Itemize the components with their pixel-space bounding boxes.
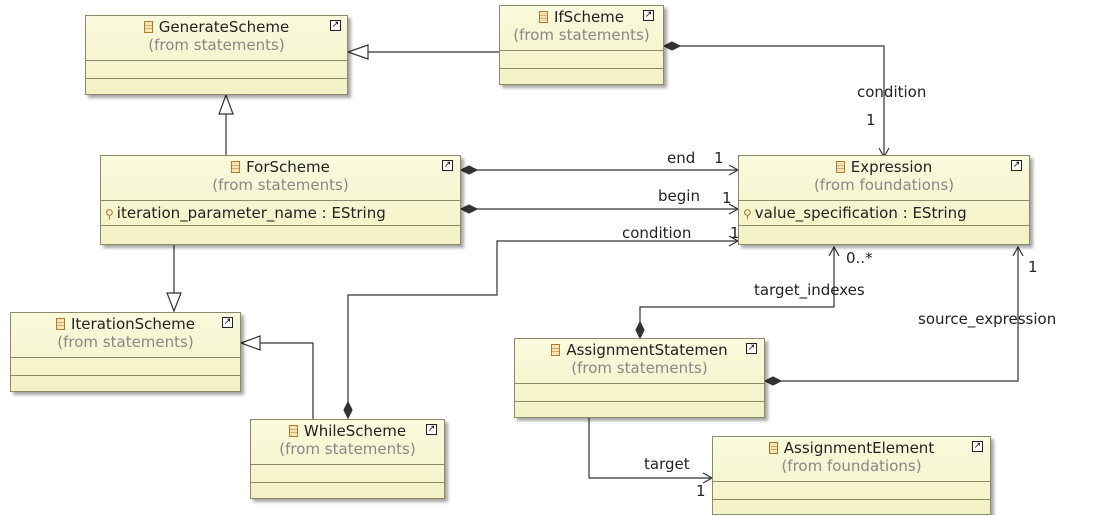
class-generatescheme[interactable]: GenerateScheme (from statements) ↗ bbox=[85, 15, 348, 95]
multiplicity-target: 1 bbox=[696, 482, 706, 500]
class-icon bbox=[56, 318, 65, 330]
shortcut-link-icon[interactable]: ↗ bbox=[643, 10, 654, 21]
multiplicity-target-indexes: 0..* bbox=[846, 249, 873, 267]
class-header: GenerateScheme (from statements) ↗ bbox=[86, 16, 347, 60]
class-ifscheme[interactable]: IfScheme (from statements) ↗ bbox=[499, 5, 664, 85]
class-icon bbox=[768, 442, 778, 454]
class-header: IfScheme (from statements) ↗ bbox=[500, 6, 663, 50]
class-icon bbox=[288, 425, 298, 437]
attribute-row[interactable]: ⚲iteration_parameter_name : EString bbox=[101, 201, 460, 225]
class-icon bbox=[538, 11, 548, 23]
operation-compartment bbox=[251, 482, 444, 483]
operation-compartment bbox=[515, 401, 764, 402]
generalization-whilescheme-iterationscheme bbox=[260, 342, 314, 420]
role-label-target: target bbox=[644, 455, 690, 473]
role-label-begin: begin bbox=[658, 187, 700, 205]
class-name: AssignmentStatemen bbox=[566, 341, 728, 359]
shortcut-link-icon[interactable]: ↗ bbox=[442, 160, 453, 171]
class-package: (from statements) bbox=[513, 26, 650, 44]
role-label-target-indexes: target_indexes bbox=[754, 281, 865, 299]
attribute-icon: ⚲ bbox=[743, 207, 752, 221]
multiplicity-begin: 1 bbox=[722, 189, 732, 207]
attribute-compartment bbox=[251, 464, 444, 482]
class-name: IfScheme bbox=[553, 8, 625, 26]
class-package: (from statements) bbox=[571, 359, 708, 377]
attribute-compartment bbox=[515, 383, 764, 401]
class-name: WhileScheme bbox=[303, 422, 407, 440]
attribute-compartment bbox=[11, 357, 240, 375]
multiplicity-source-expression: 1 bbox=[1028, 258, 1038, 276]
shortcut-link-icon[interactable]: ↗ bbox=[330, 20, 341, 31]
attribute-compartment bbox=[86, 60, 347, 78]
attribute-compartment: ⚲iteration_parameter_name : EString bbox=[101, 200, 460, 225]
attribute-row[interactable]: ⚲value_specification : EString bbox=[739, 201, 1029, 225]
class-header: Expression (from foundations) ↗ bbox=[739, 156, 1029, 200]
class-header: ForScheme (from statements) ↗ bbox=[101, 156, 460, 200]
class-package: (from foundations) bbox=[813, 176, 955, 194]
role-label-if-condition: condition bbox=[857, 83, 927, 101]
attribute-icon: ⚲ bbox=[105, 207, 114, 221]
class-name: GenerateScheme bbox=[158, 18, 290, 36]
attribute-compartment bbox=[713, 481, 990, 499]
class-name: Expression bbox=[850, 158, 933, 176]
shortcut-link-icon[interactable]: ↗ bbox=[746, 343, 757, 354]
class-name: AssignmentElement bbox=[783, 439, 935, 457]
class-name: IterationScheme bbox=[71, 315, 195, 333]
shortcut-link-icon[interactable]: ↗ bbox=[222, 317, 233, 328]
class-icon bbox=[551, 344, 561, 356]
class-package: (from statements) bbox=[279, 440, 416, 458]
class-package: (from statements) bbox=[212, 176, 349, 194]
shortcut-link-icon[interactable]: ↗ bbox=[972, 441, 983, 452]
class-header: AssignmentElement (from foundations) ↗ bbox=[713, 437, 990, 481]
class-iterationscheme[interactable]: IterationScheme (from statements) ↗ bbox=[10, 312, 241, 392]
operation-compartment bbox=[101, 225, 460, 226]
class-icon bbox=[231, 161, 241, 173]
class-package: (from statements) bbox=[57, 333, 194, 351]
attribute-text: iteration_parameter_name : EString bbox=[116, 204, 386, 222]
shortcut-link-icon[interactable]: ↗ bbox=[1011, 160, 1022, 171]
class-assignmentelement[interactable]: AssignmentElement (from foundations) ↗ bbox=[712, 436, 991, 515]
class-icon bbox=[835, 161, 845, 173]
class-package: (from statements) bbox=[148, 36, 285, 54]
class-expression[interactable]: Expression (from foundations) ↗ ⚲value_s… bbox=[738, 155, 1030, 245]
class-icon bbox=[143, 21, 153, 33]
class-header: AssignmentStatemen (from statements) ↗ bbox=[515, 339, 764, 383]
shortcut-link-icon[interactable]: ↗ bbox=[426, 424, 437, 435]
operation-compartment bbox=[86, 78, 347, 79]
role-label-end: end bbox=[667, 149, 696, 167]
class-header: IterationScheme (from statements) ↗ bbox=[11, 313, 240, 357]
role-label-while-condition: condition bbox=[622, 224, 692, 242]
association-if-condition bbox=[680, 45, 885, 157]
class-forscheme[interactable]: ForScheme (from statements) ↗ ⚲iteration… bbox=[100, 155, 461, 245]
class-assignmentstatement[interactable]: AssignmentStatemen (from statements) ↗ bbox=[514, 338, 765, 418]
attribute-text: value_specification : EString bbox=[754, 204, 967, 222]
class-name: ForScheme bbox=[246, 158, 330, 176]
class-whilescheme[interactable]: WhileScheme (from statements) ↗ bbox=[250, 419, 445, 499]
operation-compartment bbox=[11, 375, 240, 376]
class-header: WhileScheme (from statements) ↗ bbox=[251, 420, 444, 464]
class-package: (from foundations) bbox=[781, 457, 922, 475]
attribute-compartment bbox=[500, 50, 663, 68]
multiplicity-end: 1 bbox=[714, 149, 724, 167]
attribute-compartment: ⚲value_specification : EString bbox=[739, 200, 1029, 225]
operation-compartment bbox=[713, 499, 990, 500]
operation-compartment bbox=[500, 68, 663, 69]
multiplicity-if-condition: 1 bbox=[866, 111, 876, 129]
operation-compartment bbox=[739, 225, 1029, 226]
role-label-source-expression: source_expression bbox=[918, 310, 1057, 328]
multiplicity-while-condition: 1 bbox=[730, 224, 740, 242]
